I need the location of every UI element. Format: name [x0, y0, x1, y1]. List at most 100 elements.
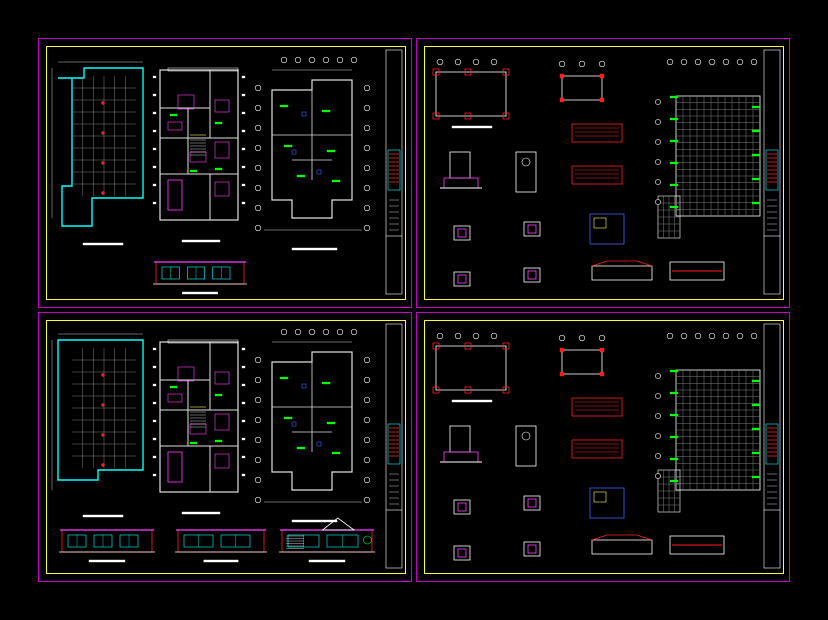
column-rebar — [599, 371, 605, 377]
dimension-tick — [152, 347, 157, 351]
footing-base — [443, 451, 479, 463]
wall-tag — [283, 144, 293, 148]
roof-drain-icon — [101, 191, 105, 195]
grid-axis-bubble-icon — [598, 334, 606, 342]
wall-layout-plan — [254, 56, 371, 251]
grid-axis-bubble-icon — [490, 58, 498, 66]
grid-axis-bubble-icon — [254, 496, 262, 504]
slab-tag — [751, 129, 761, 133]
grid-axis-bubble-icon — [750, 332, 758, 340]
slab-tag — [669, 435, 679, 439]
title-block-logo — [765, 149, 779, 191]
room-label — [214, 167, 223, 171]
grid-axis-bubble-icon — [280, 328, 288, 336]
grid-axis-bubble-icon — [254, 164, 262, 172]
footing-pad — [502, 68, 510, 76]
bed-furniture — [177, 366, 195, 382]
dimension-tick — [241, 383, 246, 387]
grid-axis-bubble-icon — [363, 224, 371, 232]
grid-axis-bubble-icon — [680, 58, 688, 66]
dimension-tick — [241, 111, 246, 115]
grid-axis-bubble-icon — [655, 119, 661, 125]
slab-tag — [669, 117, 679, 121]
pad-rebar — [527, 498, 537, 508]
grid-axis-bubble-icon — [655, 99, 661, 105]
column-section — [515, 425, 537, 467]
dimension-tick — [241, 183, 246, 187]
rebar-detail — [521, 157, 531, 167]
dimension-tick — [152, 473, 157, 477]
wall-tag — [321, 381, 331, 385]
grid-axis-bubble-icon — [363, 396, 371, 404]
roof-outline — [58, 67, 144, 227]
header-dimension — [167, 339, 239, 344]
sofa-furniture — [189, 423, 207, 435]
slab-tag — [751, 427, 761, 431]
grid-axis-bubble-icon — [558, 334, 566, 342]
spec-table — [571, 123, 623, 143]
column-detail — [561, 349, 603, 375]
spec-table — [571, 439, 623, 459]
desk-furniture — [167, 393, 183, 403]
beam-rebar — [591, 534, 653, 541]
bed-furniture — [214, 371, 230, 385]
foundation-plan — [435, 345, 507, 391]
grid-axis-bubble-icon — [436, 332, 444, 340]
wall-tag — [326, 149, 336, 153]
grid-axis-bubble-icon — [722, 58, 730, 66]
footing-pad — [464, 386, 472, 394]
grid-axis-bubble-icon — [694, 58, 702, 66]
drawing-title-bar — [82, 514, 124, 518]
pad-rebar — [527, 544, 537, 554]
drawing-title-bar — [82, 242, 124, 246]
wall-tag — [283, 416, 293, 420]
wall-tag — [279, 104, 289, 108]
grid-axis-bubble-icon — [454, 332, 462, 340]
grid-axis-bubble-icon — [322, 328, 330, 336]
grid-axis-bubble-icon — [254, 104, 262, 112]
column-detail — [561, 75, 603, 101]
column-rebar — [599, 73, 605, 79]
grid-axis-bubble-icon — [254, 436, 262, 444]
footing-base — [443, 177, 479, 189]
bed-furniture — [177, 94, 195, 110]
dimension-tick — [241, 401, 246, 405]
grid-axis-bubble-icon — [363, 164, 371, 172]
pad-rebar — [527, 270, 537, 280]
grid-axis-bubble-icon — [280, 56, 288, 64]
window-symbol — [316, 441, 322, 447]
drawing-title-bar — [182, 291, 218, 295]
grid-axis-bubble-icon — [666, 332, 674, 340]
slab-tag — [669, 139, 679, 143]
room-label — [214, 121, 223, 125]
grid-axis-bubble-icon — [363, 204, 371, 212]
dimension-tick — [152, 93, 157, 97]
roof-outline — [57, 339, 144, 481]
floor-plan — [152, 339, 246, 515]
grid-axis-bubble-icon — [454, 58, 462, 66]
dimension-tick — [152, 365, 157, 369]
grid-axis-bubble-icon — [655, 433, 661, 439]
sheet-3-frame[interactable] — [38, 312, 412, 582]
grid-axis-bubble-icon — [578, 334, 586, 342]
column-rebar — [559, 347, 565, 353]
grid-axis-bubble-icon — [363, 456, 371, 464]
dimension-tick — [241, 455, 246, 459]
grid-axis-bubble-icon — [655, 393, 661, 399]
pad-detail — [523, 495, 541, 511]
grid-axis-bubble-icon — [736, 332, 744, 340]
slab-tag — [669, 457, 679, 461]
car-icon — [167, 179, 183, 211]
slab-tag — [669, 161, 679, 165]
room-label — [169, 113, 178, 117]
column-section — [515, 151, 537, 193]
sheet-4-frame[interactable] — [416, 312, 790, 582]
dimension-tick — [152, 75, 157, 79]
roof-plan — [51, 61, 144, 246]
sheet-1-frame[interactable] — [38, 38, 412, 308]
header-dimension — [167, 67, 239, 72]
footing-section — [449, 151, 471, 179]
sheet-2-frame[interactable] — [416, 38, 790, 308]
